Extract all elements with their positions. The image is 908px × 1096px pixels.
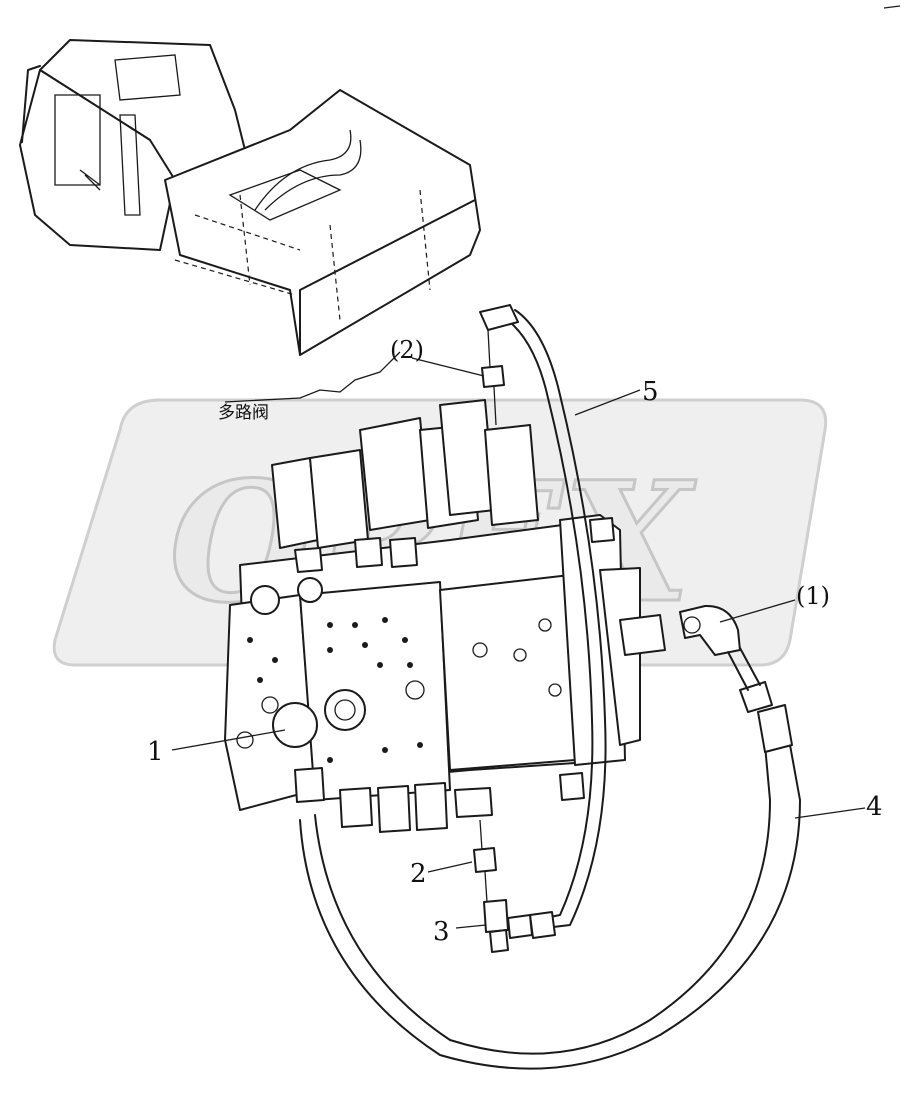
- callout-2: 2: [410, 859, 427, 889]
- leader-lines: [171, 357, 866, 929]
- corner-mark: [883, 5, 901, 9]
- callout-p2: (2): [390, 336, 424, 364]
- control-valve: [224, 399, 741, 833]
- fitting-3: [483, 899, 533, 953]
- hose-5: [479, 304, 607, 939]
- fitting-p2: [481, 329, 505, 426]
- callout-4: 4: [866, 792, 883, 822]
- callout-5: 5: [642, 377, 659, 407]
- valve-label: 多路阀: [218, 403, 269, 423]
- excavator-inset: [19, 39, 481, 356]
- callout-p1: (1): [796, 582, 830, 610]
- fitting-2: [473, 819, 497, 903]
- callout-3: 3: [433, 917, 450, 947]
- callout-1: 1: [147, 737, 164, 767]
- hose-4: [299, 647, 801, 1070]
